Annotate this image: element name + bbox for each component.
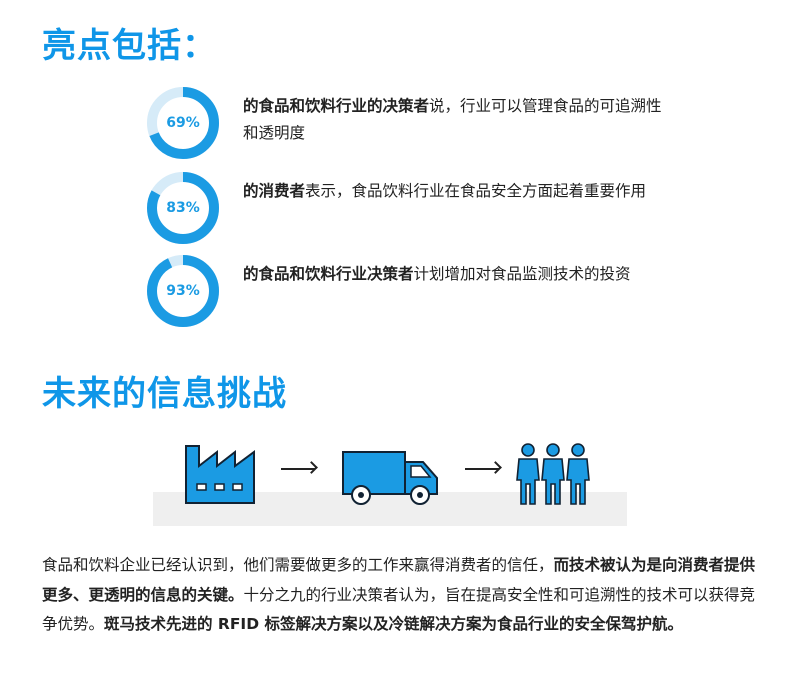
body-text-bold-1: 而技术被认为是向消费者提供更多、更透明的信息的关键。 (42, 556, 756, 604)
body-text-2: 十分之九的行业决策者认为，旨在提高安全性和可追溯性的技术可以获得竞争优势。 (42, 585, 756, 634)
donut-chart: 69% (145, 85, 221, 161)
body-paragraph: 食品和饮料企业已经认识到，他们需要做更多的工作来赢得消费者的信任，而技术被认为是… (42, 551, 760, 640)
stat-rest-text: 计划增加对食品监测技术的投资 (413, 265, 631, 283)
stat-description: 的食品和饮料行业决策者计划增加对食品监测技术的投资 (243, 261, 663, 288)
supply-chain-flow (153, 434, 627, 526)
percent-label: 83% (166, 200, 200, 216)
percent-label: 69% (166, 115, 200, 131)
right-arrow-icon (281, 468, 315, 470)
right-arrow-icon (465, 468, 499, 470)
stat-bold-text: 的消费者 (243, 182, 306, 200)
donut-progress (147, 172, 219, 244)
stat-bold-text: 的食品和饮料行业决策者 (243, 265, 414, 283)
donut-chart: 83% (145, 170, 221, 246)
stat-item-3: 93% 的食品和饮料行业决策者计划增加对食品监测技术的投资 (145, 253, 665, 331)
donut-progress (147, 255, 219, 327)
factory-icon (185, 445, 255, 504)
stat-rest-text: 说，行业可以管理食品的可追溯性和透明度 (243, 97, 662, 142)
stat-rest-text: 表示，食品饮料行业在食品安全方面起着重要作用 (305, 182, 647, 200)
stat-item-2: 83% 的消费者表示，食品饮料行业在食品安全方面起着重要作用 (145, 170, 665, 248)
percent-label: 93% (166, 283, 200, 299)
stat-bold-text: 的食品和饮料行业的决策者 (243, 97, 430, 115)
body-text-1: 食品和饮料企业已经认识到，他们需要做更多的工作来赢得消费者的信任， (42, 556, 554, 574)
stat-item-1: 69% 的食品和饮料行业的决策者说，行业可以管理食品的可追溯性和透明度 (145, 85, 665, 163)
people-icon (516, 443, 590, 505)
donut-progress (147, 87, 219, 159)
future-heading: 未来的信息挑战 (42, 374, 287, 414)
stat-description: 的食品和饮料行业的决策者说，行业可以管理食品的可追溯性和透明度 (243, 93, 663, 147)
stat-description: 的消费者表示，食品饮料行业在食品安全方面起着重要作用 (243, 178, 663, 205)
truck-icon (342, 451, 438, 505)
highlights-heading: 亮点包括： (42, 26, 217, 66)
body-text-bold-2: 斑马技术先进的 RFID 标签解决方案以及冷链解决方案为食品行业的安全保驾护航。 (104, 615, 683, 633)
donut-chart: 93% (145, 253, 221, 329)
